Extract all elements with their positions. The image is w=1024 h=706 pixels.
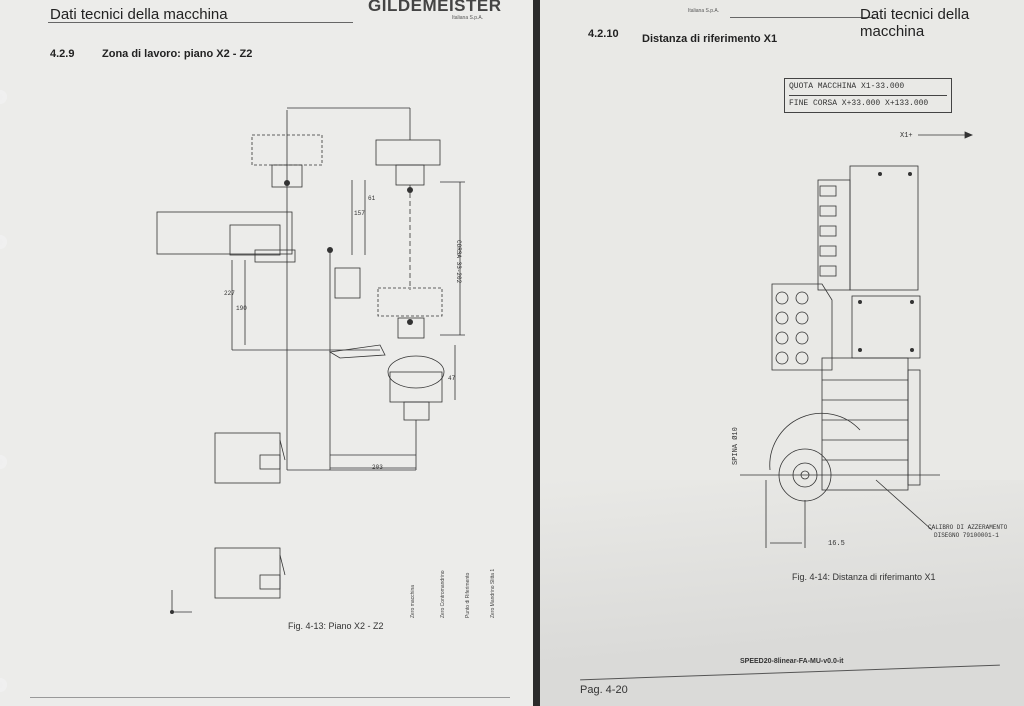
brand-subtitle: Italiana S.p.A. bbox=[452, 15, 484, 21]
fine-corsa-text: FINE CORSA X+33.000 X+133.000 bbox=[789, 99, 929, 108]
left-header-title: Dati tecnici della macchina bbox=[50, 6, 228, 23]
right-header-title: Dati tecnici della macchina bbox=[860, 6, 970, 40]
right-header-subtitle: Italiana S.p.A. bbox=[688, 8, 720, 14]
legend-zero-contromandrino: Zero Contromandrino bbox=[440, 570, 446, 618]
right-page: Italiana S.p.A. Dati tecnici della macch… bbox=[540, 0, 1024, 706]
left-figure-caption: Fig. 4-13: Piano X2 - Z2 bbox=[288, 621, 384, 631]
legend-zero-macchina: Zero macchina bbox=[410, 584, 416, 618]
left-technical-drawing bbox=[156, 107, 465, 614]
dim-47: 47 bbox=[448, 375, 456, 382]
footer-document-id: SPEED20-8linear-FA-MU-v0.0-it bbox=[740, 658, 844, 665]
machine-values-box: QUOTA MACCHINA X1-33.000 FINE CORSA X+33… bbox=[784, 78, 952, 113]
right-section-title: Distanza di riferimento X1 bbox=[642, 33, 778, 45]
dim-corsa: CORSA 33-202 bbox=[455, 240, 462, 284]
binder-hole-4 bbox=[0, 678, 7, 692]
left-header-rule bbox=[48, 22, 353, 23]
left-footer-rule bbox=[30, 697, 510, 698]
quota-macchina-text: QUOTA MACCHINA X1-33.000 bbox=[789, 79, 947, 96]
calibro-label-2: DISEGNO 79100001-1 bbox=[934, 532, 999, 539]
left-section-number: 4.2.9 bbox=[50, 48, 75, 60]
right-figure-caption: Fig. 4-14: Distanza di riferimanto X1 bbox=[792, 572, 936, 582]
right-section-number: 4.2.10 bbox=[588, 28, 619, 40]
dim-61: 61 bbox=[368, 195, 376, 202]
spina-label: SPINA Ø10 bbox=[732, 427, 740, 465]
dim-203: 203 bbox=[372, 464, 383, 471]
x1-axis-label: X1+ bbox=[900, 132, 913, 140]
dim-16-5: 16.5 bbox=[828, 540, 845, 548]
left-page: Dati tecnici della macchina GILDEMEISTER… bbox=[0, 0, 533, 706]
legend-punto-riferimento: Punto di Riferimento bbox=[465, 572, 471, 618]
binder-hole-3 bbox=[0, 455, 7, 469]
dim-190: 190 bbox=[236, 305, 247, 312]
footer-page-number: Pag. 4-20 bbox=[580, 684, 628, 696]
calibro-label-1: CALIBRO DI AZZERAMENTO bbox=[928, 524, 1008, 531]
left-section-title: Zona di lavoro: piano X2 - Z2 bbox=[102, 48, 253, 60]
dim-227: 227 bbox=[224, 290, 235, 297]
legend-zero-mandrino: Zero Mandrino Slitta 1 bbox=[490, 568, 496, 618]
binder-hole-2 bbox=[0, 235, 7, 249]
right-technical-drawing bbox=[740, 131, 974, 548]
binder-hole-1 bbox=[0, 90, 7, 104]
right-header-rule bbox=[730, 17, 875, 18]
brand-logo: GILDEMEISTER bbox=[368, 0, 502, 15]
dim-157: 157 bbox=[354, 210, 365, 217]
